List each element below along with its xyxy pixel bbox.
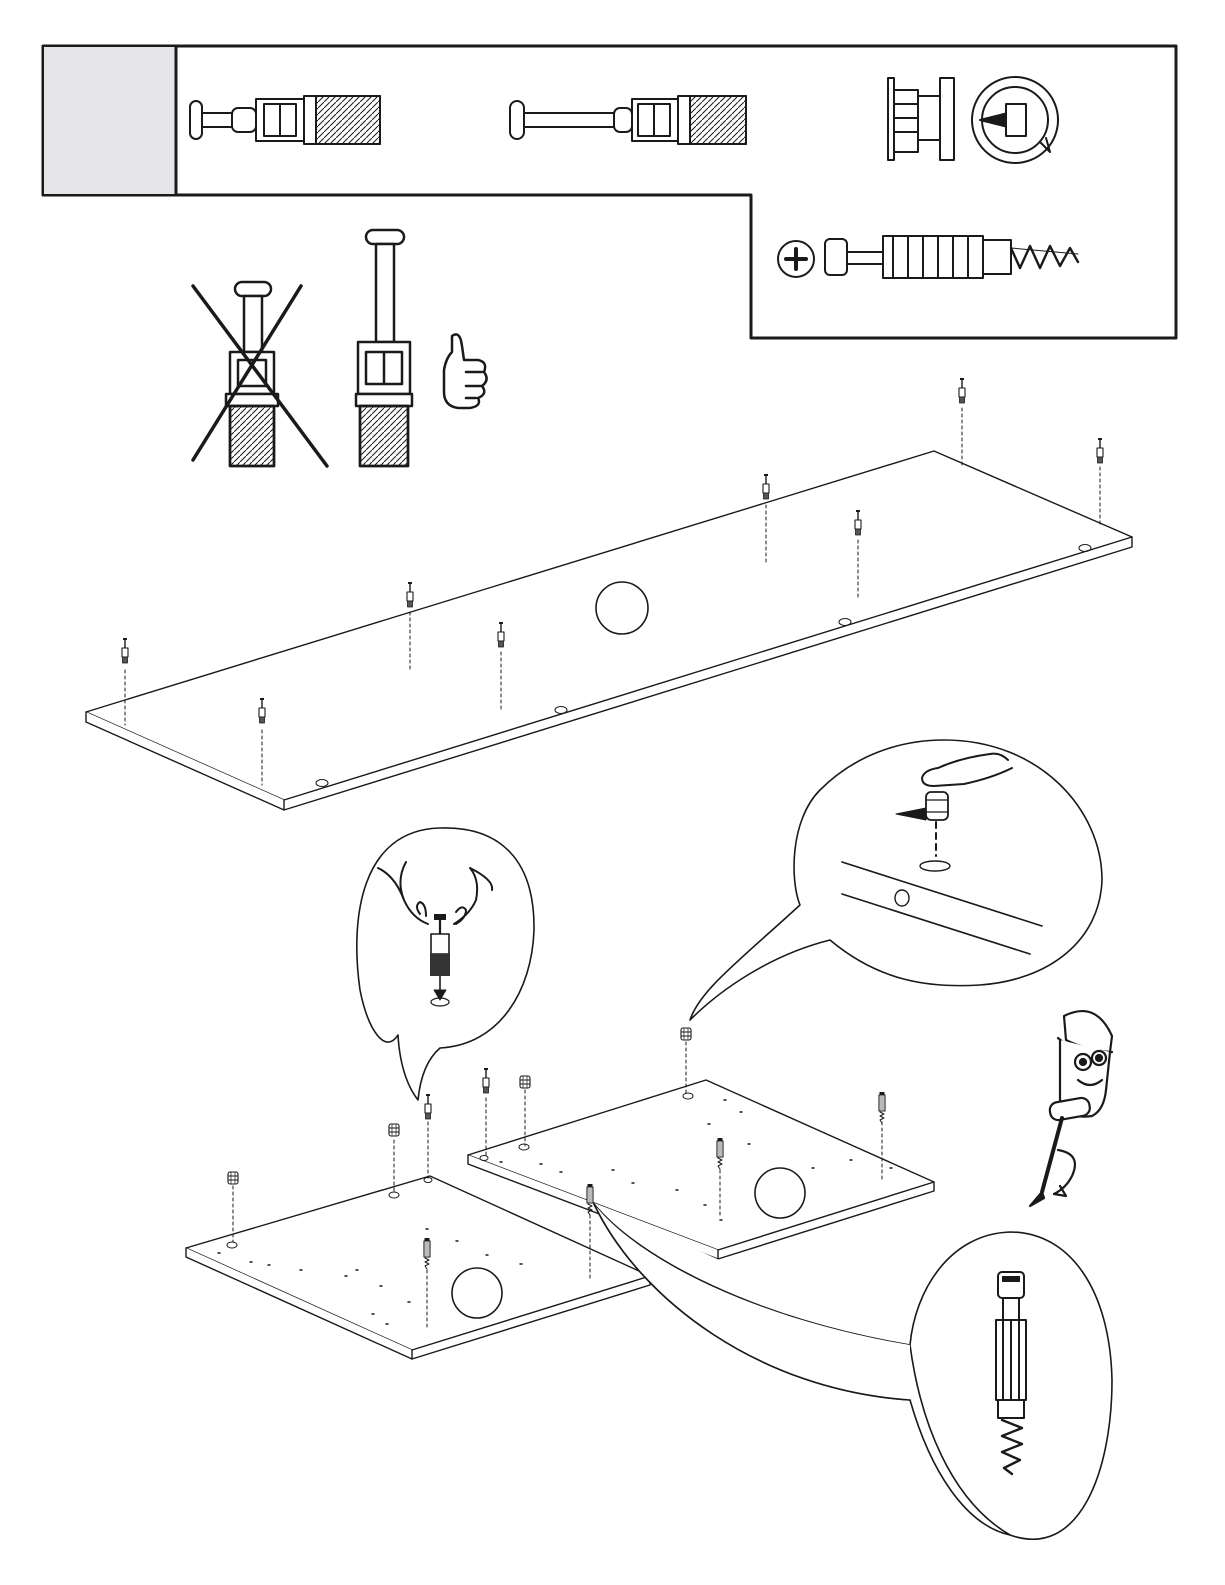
cam-lock-marker [389, 1124, 399, 1136]
cam-bolt-marker [407, 582, 413, 607]
cam-bolt-marker [959, 378, 965, 403]
step-number-box [44, 47, 175, 194]
cam-bolt-marker [1097, 438, 1103, 463]
cam-bolt-insert-detail [357, 828, 534, 1100]
cam-lock-marker [228, 1172, 238, 1184]
panel-label-circle [755, 1168, 805, 1218]
cam-bolt-marker [425, 1094, 431, 1119]
panel-label-circle [596, 582, 648, 634]
panel-label-circle [452, 1268, 502, 1318]
cam-lock-marker [520, 1076, 530, 1088]
thumbs-up-icon [444, 334, 487, 408]
cam-bolt-marker [122, 638, 128, 663]
cam-bolt-marker [483, 1068, 489, 1093]
cam-bolt-marker [763, 474, 769, 499]
wrong-depth-bolt [193, 282, 327, 466]
hardware-panel [43, 46, 1176, 338]
cam-lock-marker [681, 1028, 691, 1040]
screwdriver-mascot-icon [1030, 1011, 1112, 1206]
dowel-screw-detail [594, 1204, 1112, 1539]
dowel-screw-marker [879, 1092, 885, 1123]
correct-depth-bolt [356, 230, 412, 466]
cam-lock-insert-detail [690, 740, 1102, 1020]
install-tip [193, 230, 487, 466]
